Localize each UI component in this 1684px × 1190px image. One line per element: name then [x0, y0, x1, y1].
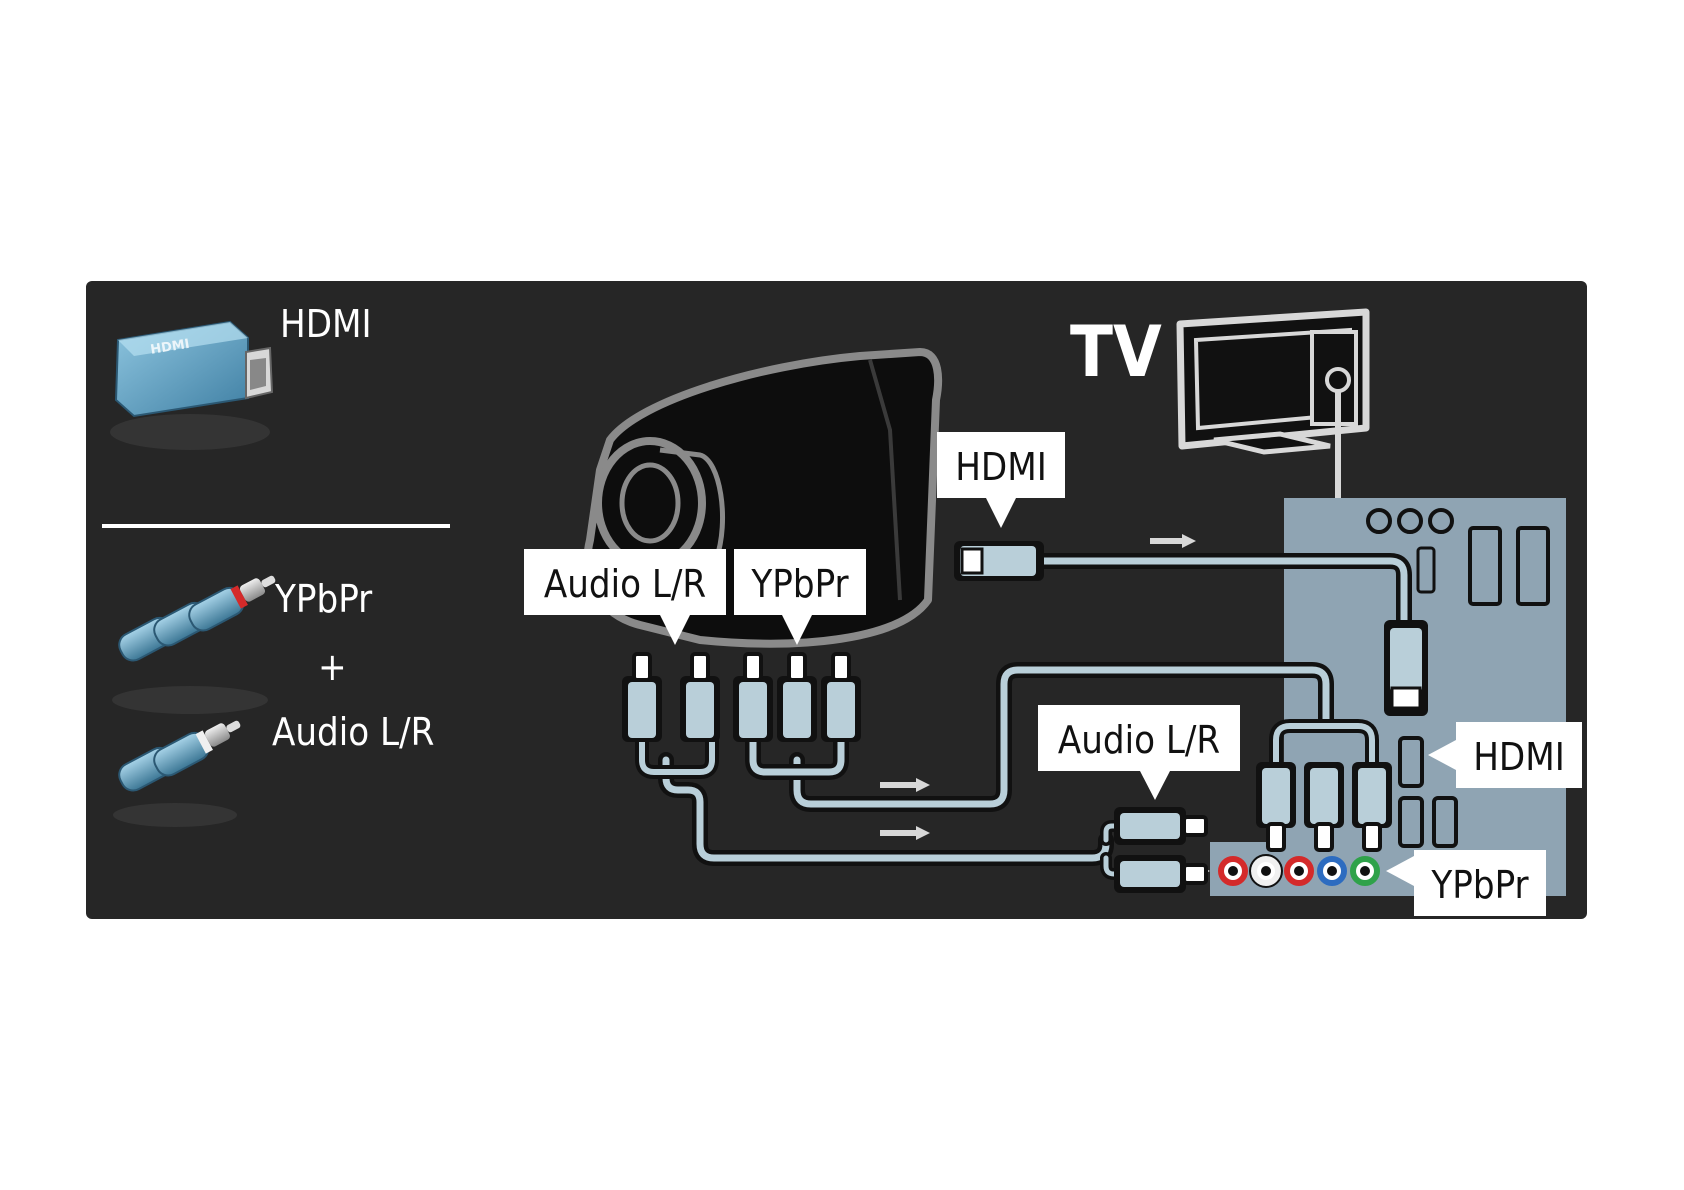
callout-tv-hdmi-text: HDMI: [1473, 735, 1565, 779]
callout-camera-hdmi-text: HDMI: [955, 445, 1047, 489]
callout-tv-audio: Audio L/R: [1038, 705, 1240, 800]
tv-component-rca-plugs: [1256, 762, 1392, 852]
arrow-right-icon: [880, 778, 930, 792]
callout-tv-audio-text: Audio L/R: [1058, 718, 1220, 762]
component-rca-plugs-icon: [112, 575, 276, 714]
callout-tv-ypbpr: YPbPr: [1386, 850, 1546, 916]
legend-audio-title: Audio L/R: [272, 710, 434, 754]
tv-title: TV: [1070, 311, 1162, 393]
tv-icon: [1176, 308, 1370, 500]
camera-hdmi-plug: [954, 541, 1044, 581]
tv-audio-rca-plugs: [1114, 807, 1208, 893]
callout-camera-audio: Audio L/R: [524, 549, 726, 645]
callout-camera-audio-text: Audio L/R: [544, 562, 706, 606]
callout-camera-ypbpr-text: YPbPr: [750, 562, 849, 606]
tv-hdmi-socket: [1398, 736, 1424, 788]
legend-plus: +: [318, 645, 347, 689]
arrow-right-icon: [880, 826, 930, 840]
audio-rca-plugs-icon: [113, 720, 241, 827]
legend: HDMI HDMI: [102, 302, 450, 827]
camera-rca-plugs: [622, 652, 861, 742]
callout-camera-ypbpr: YPbPr: [734, 549, 866, 645]
arrow-right-icon: [1150, 534, 1196, 548]
legend-ypbpr-title: YPbPr: [274, 577, 373, 621]
callout-tv-ypbpr-text: YPbPr: [1430, 863, 1529, 907]
hdmi-icon-text: HDMI: [149, 337, 190, 358]
hdmi-plug-icon: HDMI: [110, 320, 274, 450]
direction-arrows: [880, 534, 1196, 840]
legend-hdmi-title: HDMI: [280, 302, 372, 346]
cables: [635, 553, 1412, 880]
tv-hdmi-plug: [1384, 620, 1428, 716]
callout-tv-hdmi: HDMI: [1428, 722, 1582, 788]
callout-camera-hdmi: HDMI: [937, 432, 1065, 528]
